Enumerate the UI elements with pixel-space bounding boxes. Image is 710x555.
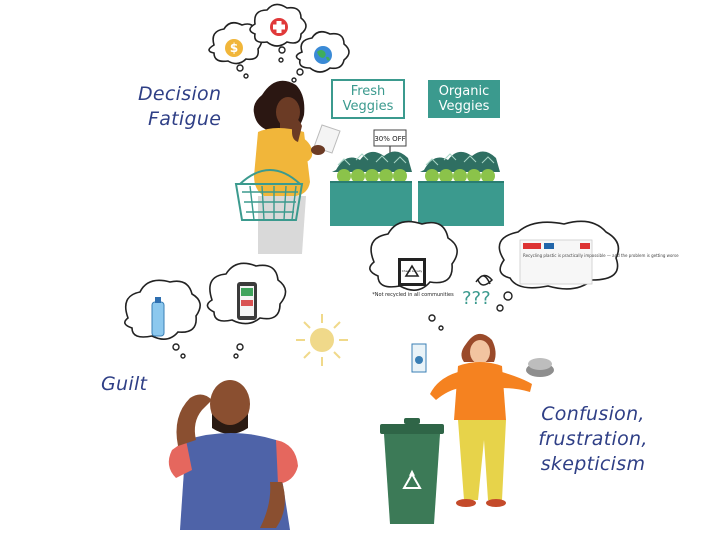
organic-line-2: Veggies — [438, 99, 490, 114]
dollar-icon: $ — [225, 39, 243, 57]
recycle-caption: *Not recycled in all communities — [372, 292, 454, 298]
organic-veggies-sign: Organic Veggies — [428, 84, 500, 114]
confusion-label: Confusion, frustration, skepticism — [518, 402, 668, 477]
decision-fatigue-label: Decision Fatigue — [138, 82, 221, 132]
fresh-line-1: Fresh — [350, 84, 386, 99]
confusion-line-1: Confusion, — [541, 403, 645, 425]
phone-icon — [237, 282, 257, 320]
news-article-icon — [519, 239, 593, 285]
organic-line-1: Organic — [438, 84, 490, 99]
red-cross-icon — [270, 18, 288, 36]
thought-bubble-recycle-logo — [369, 220, 458, 331]
shopper-woman — [234, 80, 341, 254]
scribble-icon — [475, 274, 494, 286]
recycle-icon — [402, 469, 422, 489]
confusion-line-2: frustration, — [538, 428, 648, 450]
fresh-veggies-stand — [330, 79, 412, 226]
fresh-veggies-sign: Fresh Veggies — [332, 84, 404, 114]
decision-fatigue-line-1: Decision — [138, 83, 222, 105]
decision-fatigue-line-2: Fatigue — [148, 108, 222, 130]
guilty-man — [168, 380, 298, 530]
discount-tag: 30% OFF — [374, 135, 405, 143]
check-locally-logo — [398, 258, 426, 286]
confusion-line-3: skepticism — [540, 453, 646, 475]
news-text: Recycling plastic is practically impossi… — [523, 253, 679, 258]
guilt-label: Guilt — [101, 373, 148, 395]
confused-woman — [411, 333, 554, 507]
question-marks: ??? — [462, 288, 491, 309]
sun-icon — [296, 314, 348, 366]
organic-veggies-stand — [418, 80, 504, 226]
svg-text:$: $ — [230, 41, 238, 55]
globe-icon — [314, 46, 332, 64]
recycle-bin — [380, 418, 444, 524]
check-locally-text: Check Locally — [402, 269, 423, 273]
fresh-line-2: Veggies — [342, 99, 394, 114]
water-bottle-icon — [151, 297, 165, 337]
